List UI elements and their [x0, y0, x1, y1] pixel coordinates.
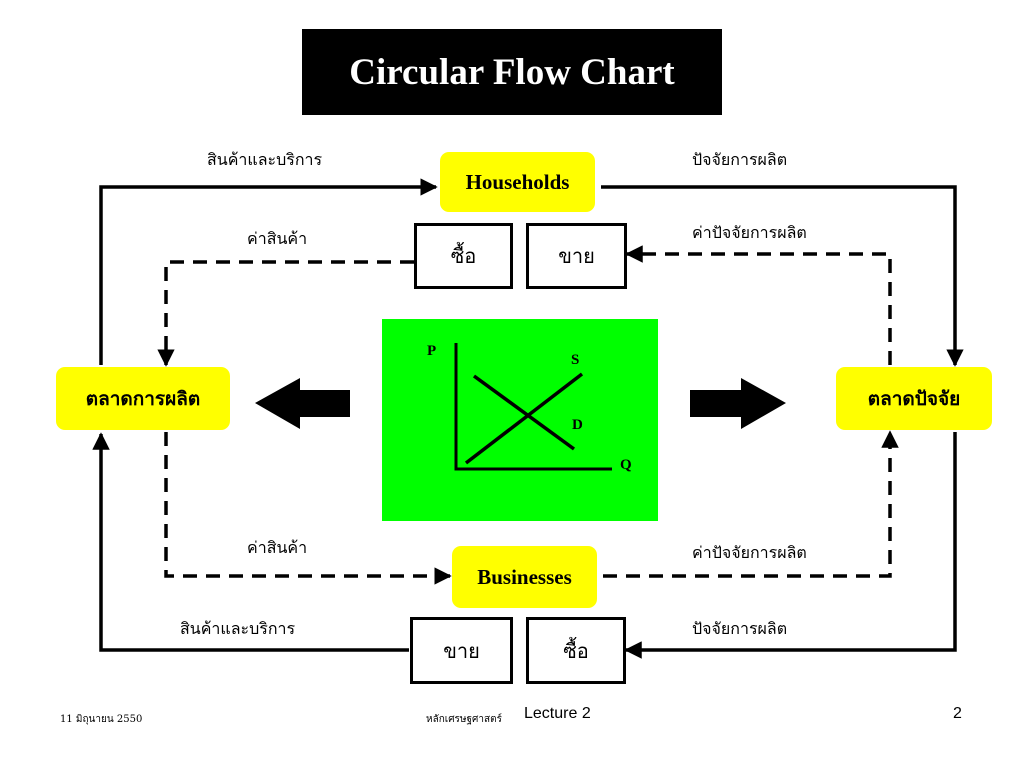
graph-axes	[454, 343, 612, 471]
slide-title-text: Circular Flow Chart	[349, 51, 675, 93]
flow-goods-to-households	[99, 178, 438, 365]
top-buy-label: ซื้อ	[450, 244, 477, 268]
top-buy-box: ซื้อ	[414, 223, 513, 289]
bottom-buy-label: ซื้อ	[563, 638, 589, 663]
bottom-sell-label: ขาย	[443, 638, 480, 663]
factor-market-label: ตลาดปัจจัย	[867, 387, 961, 410]
flow-factors-from-households	[601, 185, 964, 367]
factor-market-node: ตลาดปัจจัย	[836, 367, 992, 430]
flow-payment-goods-top	[157, 260, 414, 367]
graph-p-label: P	[427, 343, 437, 359]
businesses-node: Businesses	[452, 546, 597, 608]
footer-lecture: Lecture 2	[524, 705, 591, 722]
footer-page-number: 2	[953, 705, 962, 722]
product-market-label: ตลาดการผลิต	[85, 387, 201, 410]
bottom-sell-box: ขาย	[410, 617, 513, 684]
product-market-node: ตลาดการผลิต	[56, 367, 230, 430]
supply-curve	[464, 372, 584, 465]
label-bottom-left-payment: ค่าสินค้า	[247, 538, 308, 557]
label-top-right-payment: ค่าปัจจัยการผลิต	[692, 223, 807, 242]
label-top-left-goods: สินค้าและบริการ	[207, 150, 323, 169]
supply-demand-graph: P S D Q	[382, 319, 658, 521]
demand-curve	[472, 374, 576, 451]
left-block-arrow	[255, 378, 350, 429]
businesses-label: Businesses	[477, 564, 572, 589]
flow-goods-from-businesses	[92, 432, 409, 652]
label-bottom-left-goods: สินค้าและบริการ	[180, 619, 296, 638]
graph-s-label: S	[571, 352, 580, 368]
flow-factors-to-businesses	[624, 432, 957, 659]
households-node: Households	[440, 152, 595, 212]
bottom-buy-box: ซื้อ	[526, 617, 626, 684]
graph-q-label: Q	[620, 457, 632, 473]
graph-lines	[454, 343, 612, 471]
right-block-arrow	[690, 378, 786, 429]
flow-payment-factors-top	[625, 245, 892, 365]
label-bottom-right-payment: ค่าปัจจัยการผลิต	[692, 543, 807, 562]
flow-payment-factors-bottom	[603, 430, 899, 578]
footer-course: หลักเศรษฐศาสตร์	[426, 714, 502, 725]
households-label: Households	[465, 169, 570, 194]
flow-payment-goods-bottom	[164, 432, 452, 585]
label-top-left-payment: ค่าสินค้า	[247, 229, 308, 248]
graph-d-label: D	[572, 417, 583, 433]
label-bottom-right-factors: ปัจจัยการผลิต	[692, 619, 788, 638]
slide-title: Circular Flow Chart	[302, 29, 722, 115]
footer-date: 11 มิถุนายน 2550	[60, 714, 143, 725]
top-sell-label: ขาย	[558, 244, 595, 268]
top-sell-box: ขาย	[526, 223, 627, 289]
label-top-right-factors: ปัจจัยการผลิต	[692, 150, 788, 169]
